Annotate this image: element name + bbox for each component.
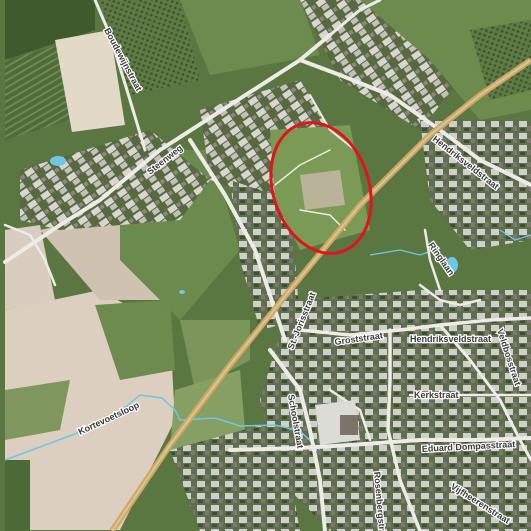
field-bare (300, 170, 345, 210)
waterway (499, 229, 531, 241)
orchard (470, 20, 531, 100)
residential-area (420, 120, 531, 250)
highlight-area-ellipse (269, 121, 373, 255)
field-green (170, 370, 245, 450)
pond (179, 290, 185, 294)
church (340, 415, 358, 435)
field (180, 0, 320, 75)
field-green (95, 300, 175, 380)
field-bare (5, 225, 55, 310)
railway-track (111, 59, 531, 531)
field-bare (55, 30, 125, 132)
street-label: Kerkstraat (414, 390, 459, 400)
pond (50, 156, 66, 166)
pond (446, 257, 458, 273)
field-green (180, 320, 250, 390)
orchard (100, 0, 200, 95)
field (5, 45, 70, 140)
road-network (3, 0, 531, 531)
field-green (5, 380, 70, 440)
field (5, 460, 30, 531)
street-label: Hendriksveldstraat (410, 334, 491, 344)
waterway (369, 247, 441, 256)
residential-area (200, 80, 330, 200)
field (5, 0, 95, 60)
waterway (4, 394, 321, 461)
residential-area (20, 130, 210, 230)
